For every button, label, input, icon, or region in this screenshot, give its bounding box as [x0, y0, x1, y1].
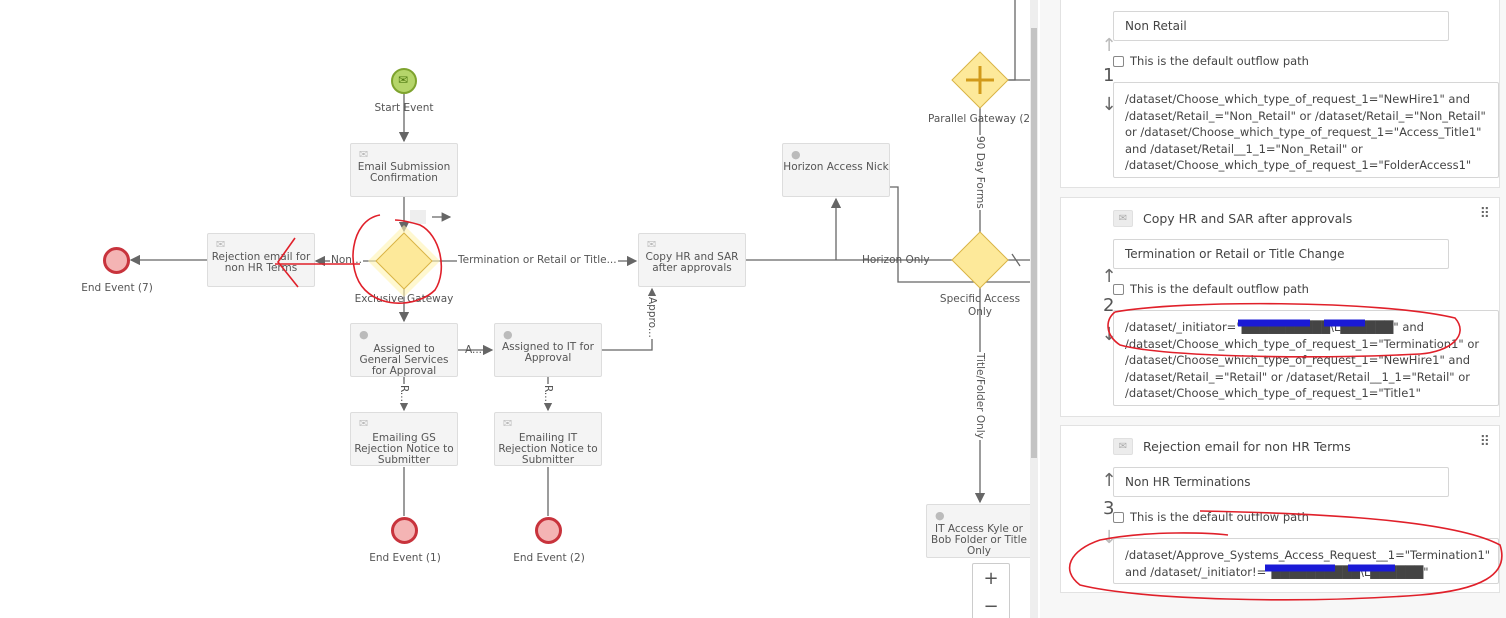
- end-event-2[interactable]: [535, 517, 562, 544]
- gateway-label: Specific Access Only: [939, 293, 1021, 318]
- move-down-icon[interactable]: ↓: [1101, 94, 1117, 115]
- edge-label[interactable]: Termination or Retail or Title...: [457, 254, 618, 266]
- task-label: Horizon Access Nick: [783, 161, 889, 173]
- flow-name-input[interactable]: Non HR Terminations: [1113, 467, 1449, 497]
- task-label: Email Submission Confirmation: [357, 161, 451, 184]
- task-label: Copy HR and SAR after approvals: [645, 251, 739, 274]
- end-event-label: End Event (2): [513, 552, 585, 564]
- envelope-icon: ✉: [647, 238, 657, 251]
- default-path-checkbox[interactable]: This is the default outflow path: [1113, 510, 1309, 524]
- start-event[interactable]: ✉: [391, 68, 417, 94]
- flow-target-header: ✉ Rejection email for non HR Terms: [1113, 438, 1351, 455]
- flow-condition-textarea[interactable]: /dataset/_initiator="██████████\L██████"…: [1113, 310, 1499, 406]
- start-event-label: Start Event: [374, 102, 434, 114]
- specific-access-gateway[interactable]: [951, 231, 1009, 289]
- task-copy-hr-sar[interactable]: ✉Copy HR and SAR after approvals: [638, 233, 746, 287]
- flow-target-label: Rejection email for non HR Terms: [1143, 439, 1351, 454]
- end-event-1[interactable]: [391, 517, 418, 544]
- envelope-icon: ✉: [1113, 210, 1133, 227]
- edge-label[interactable]: R...: [542, 384, 554, 403]
- flow-card-1: Non Retail ↑ 1 ↓ This is the default out…: [1060, 0, 1500, 188]
- envelope-icon: ✉: [398, 73, 409, 87]
- task-emailing-it[interactable]: ✉ Emailing IT Rejection Notice to Submitt…: [494, 412, 602, 466]
- drag-handle-icon[interactable]: ⠿: [1479, 434, 1490, 450]
- edge-label[interactable]: Non...: [330, 254, 363, 266]
- exclusive-gateway[interactable]: [375, 232, 433, 290]
- move-up-icon[interactable]: ↑: [1101, 266, 1117, 287]
- edge-label[interactable]: Title/Folder Only: [974, 352, 986, 440]
- sequence-flows: [129, 0, 1030, 516]
- edge-label[interactable]: Appro...: [646, 296, 658, 339]
- task-assigned-it[interactable]: ●Assigned to IT for Approval: [494, 323, 602, 377]
- task-label: Assigned to IT for Approval: [502, 341, 594, 364]
- canvas-scrollbar[interactable]: [1030, 0, 1038, 618]
- default-path-checkbox[interactable]: This is the default outflow path: [1113, 54, 1309, 68]
- flow-card-2: ✉ Copy HR and SAR after approvals ⠿ Termi…: [1060, 197, 1500, 417]
- user-icon: ●: [503, 328, 513, 341]
- flow-target-label: Copy HR and SAR after approvals: [1143, 211, 1353, 226]
- edge-label[interactable]: R...: [398, 384, 410, 403]
- edge-label[interactable]: Horizon Only: [862, 254, 930, 266]
- task-label: Rejection email for non HR Terms: [211, 251, 311, 274]
- plus-icon: [966, 66, 994, 94]
- scrollbar-thumb[interactable]: [1031, 28, 1037, 458]
- move-up-icon[interactable]: ↑: [1101, 35, 1117, 56]
- gateway-label: Exclusive Gateway: [354, 293, 454, 305]
- user-icon: ●: [935, 509, 945, 522]
- checkbox-label: This is the default outflow path: [1130, 510, 1309, 524]
- flow-target-header: ✉ Copy HR and SAR after approvals: [1113, 210, 1352, 227]
- envelope-icon: ✉: [359, 148, 369, 161]
- flow-condition-textarea[interactable]: /dataset/Approve_Systems_Access_Request_…: [1113, 538, 1499, 584]
- drag-handle-icon[interactable]: ⠿: [1479, 206, 1490, 222]
- default-path-checkbox[interactable]: This is the default outflow path: [1113, 282, 1309, 296]
- checkbox-label: This is the default outflow path: [1130, 54, 1309, 68]
- zoom-out-button[interactable]: −: [983, 595, 999, 617]
- zoom-in-button[interactable]: +: [983, 567, 999, 589]
- task-emailing-gs[interactable]: ✉ Emailing GS Rejection Notice to Submitt…: [350, 412, 458, 466]
- flow-order-number: 1: [1103, 65, 1115, 86]
- envelope-icon: ✉: [1113, 438, 1133, 455]
- end-event-7[interactable]: [103, 247, 130, 274]
- task-label: Assigned to General Services for Approva…: [359, 343, 449, 377]
- flow-properties-panel: Non Retail ↑ 1 ↓ This is the default out…: [1040, 0, 1506, 618]
- user-icon: ●: [791, 148, 801, 161]
- task-email-submission[interactable]: ✉Email Submission Confirmation: [350, 143, 458, 197]
- task-label: Emailing IT Rejection Notice to Submitte…: [498, 432, 598, 466]
- edge-label[interactable]: 90 Day Forms: [974, 135, 986, 210]
- process-canvas[interactable]: ✉ Start Event ✉Email Submission Confirma…: [0, 0, 1030, 618]
- flow-condition-textarea[interactable]: /dataset/Choose_which_type_of_request_1=…: [1113, 82, 1499, 178]
- move-up-icon[interactable]: ↑: [1101, 470, 1117, 491]
- flow-card-3: ✉ Rejection email for non HR Terms ⠿ Non …: [1060, 425, 1500, 593]
- envelope-icon: ✉: [503, 417, 513, 430]
- envelope-icon: ✉: [216, 238, 226, 251]
- flow-name-input[interactable]: Non Retail: [1113, 11, 1449, 41]
- task-assigned-gs[interactable]: ● Assigned to General Services for Approv…: [350, 323, 458, 377]
- task-horizon-access[interactable]: ●Horizon Access Nick: [782, 143, 890, 197]
- task-it-access[interactable]: ●IT Access Kyle or Bob Folder or Title O…: [926, 504, 1030, 558]
- checkbox-label: This is the default outflow path: [1130, 282, 1309, 296]
- gateway-label: Parallel Gateway (2): [928, 113, 1030, 125]
- task-label: IT Access Kyle or Bob Folder or Title On…: [931, 523, 1027, 557]
- end-event-label: End Event (1): [369, 552, 441, 564]
- edge-label[interactable]: A...: [465, 344, 483, 356]
- envelope-icon: ✉: [359, 417, 369, 430]
- flow-name-input[interactable]: Termination or Retail or Title Change: [1113, 239, 1449, 269]
- user-icon: ●: [359, 328, 369, 341]
- task-label: Emailing GS Rejection Notice to Submitte…: [354, 432, 454, 466]
- zoom-controls: + −: [972, 563, 1010, 618]
- flow-order-number: 3: [1103, 498, 1115, 519]
- end-event-label: End Event (7): [81, 282, 153, 294]
- task-rejection-email[interactable]: ✉Rejection email for non HR Terms: [207, 233, 315, 287]
